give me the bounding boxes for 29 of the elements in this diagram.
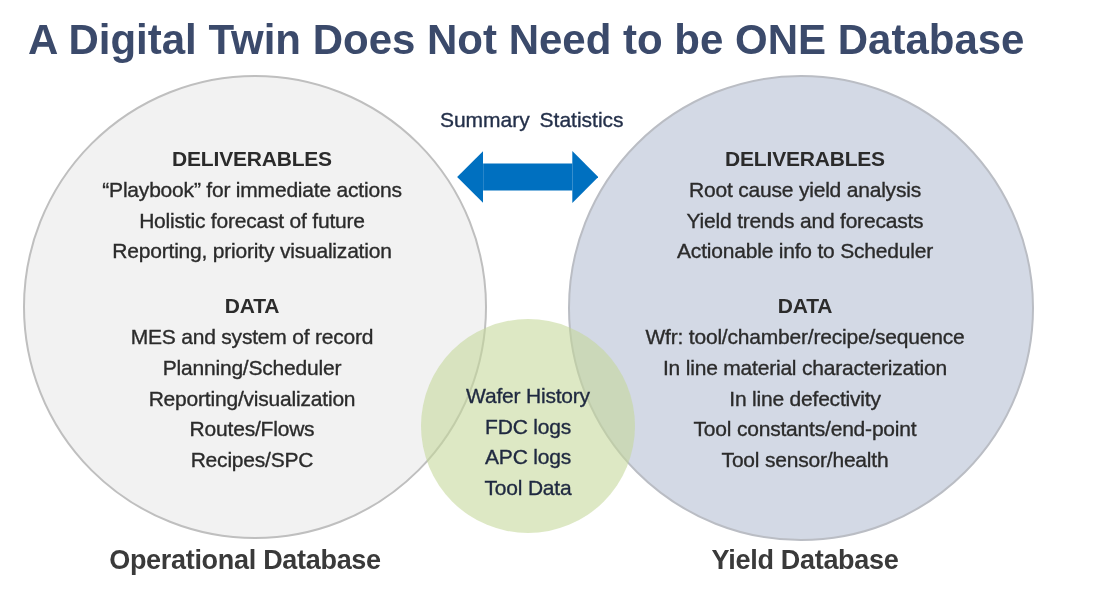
section-heading: DELIVERABLES bbox=[725, 147, 885, 171]
list-item: Tool constants/end-point bbox=[693, 417, 917, 442]
double-arrow bbox=[457, 151, 599, 203]
list-item: Wfr: tool/chamber/recipe/sequence bbox=[645, 325, 965, 349]
list-item: Reporting, priority visualization bbox=[112, 239, 392, 264]
title: A Digital Twin Does Not Need to be ONE Database bbox=[28, 16, 1025, 64]
list-item: Recipes/SPC bbox=[190, 448, 314, 473]
list-item: In line material characterization bbox=[663, 355, 947, 380]
list-item: Actionable info to Scheduler bbox=[677, 239, 933, 264]
section-heading: DELIVERABLES bbox=[172, 147, 332, 171]
list-item: Yield trends and forecasts bbox=[686, 208, 924, 233]
list-item: Root cause yield analysis bbox=[689, 177, 921, 202]
section-heading: DATA bbox=[224, 294, 280, 319]
list-item: Tool Data bbox=[484, 476, 572, 501]
list-item: Tool sensor/health bbox=[721, 448, 889, 473]
section-heading: DATA bbox=[777, 294, 833, 319]
list-item: Wafer History bbox=[466, 384, 590, 408]
list-item: FDC logs bbox=[485, 414, 571, 439]
list-item: “Playbook” for immediate actions bbox=[102, 177, 402, 202]
circle-caption: Operational Database bbox=[109, 544, 381, 576]
edge-label: Summary Statistics bbox=[437, 108, 626, 132]
list-item: Reporting/visualization bbox=[148, 386, 356, 411]
list-item: In line defectivity bbox=[729, 386, 881, 411]
list-item: APC logs bbox=[485, 445, 571, 470]
list-item: MES and system of record bbox=[130, 325, 374, 349]
list-item: Planning/Scheduler bbox=[162, 355, 342, 380]
circle-caption: Yield Database bbox=[711, 544, 899, 576]
list-item: Routes/Flows bbox=[189, 417, 315, 442]
list-item: Holistic forecast of future bbox=[139, 208, 365, 233]
